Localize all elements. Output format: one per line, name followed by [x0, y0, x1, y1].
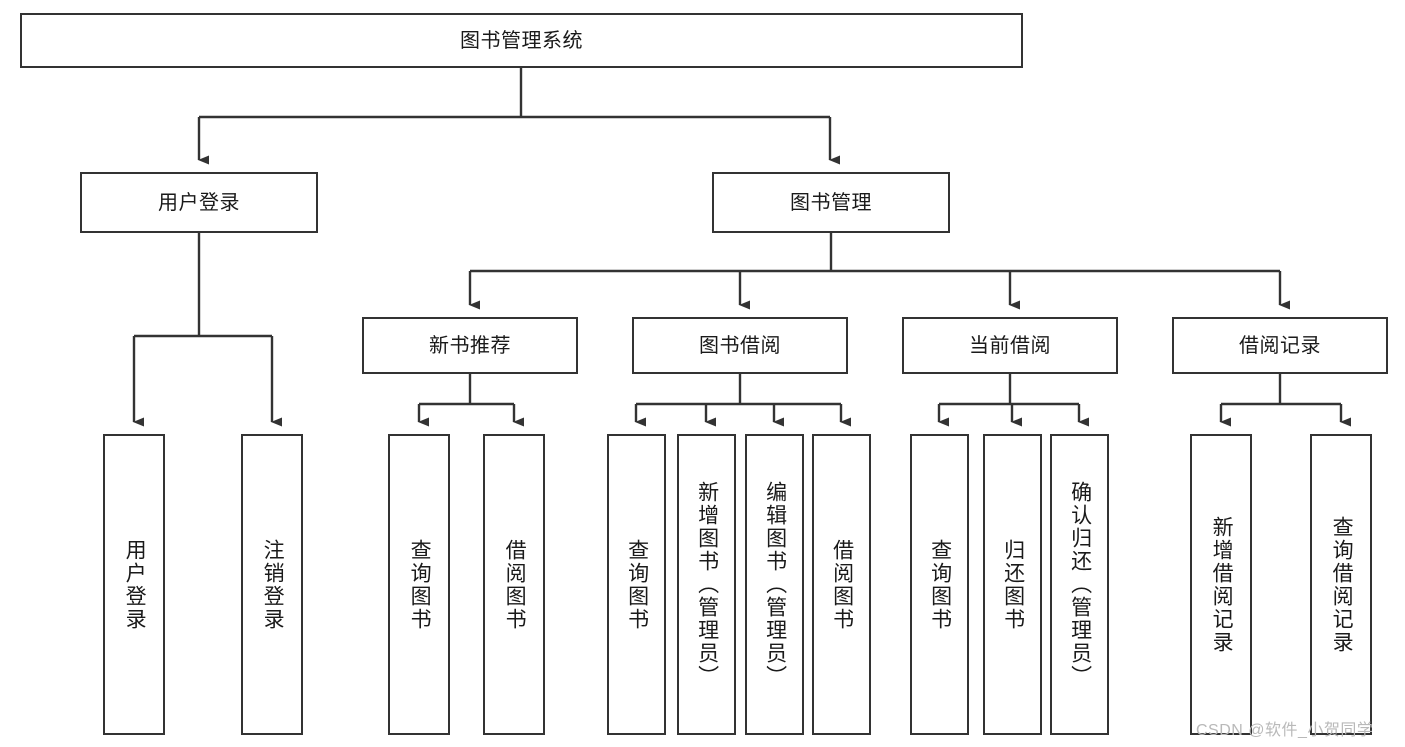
node-user-login[interactable]: 用户登录	[80, 172, 318, 233]
node-book-borrow[interactable]: 图书借阅	[632, 317, 848, 374]
connector-currentborrow-to-leaves	[937, 374, 1089, 427]
leaf-borrow-book-2-label: 借阅图书	[830, 538, 854, 631]
leaf-query-book-1-label: 查询图书	[408, 538, 432, 631]
leaf-borrow-book-1[interactable]: 借阅图书	[483, 434, 545, 735]
node-user-login-label: 用户登录	[158, 191, 240, 214]
leaf-query-book-2-label: 查询图书	[625, 538, 649, 631]
connector-bookborrow-to-leaves	[634, 374, 851, 427]
node-book-manage[interactable]: 图书管理	[712, 172, 950, 233]
leaf-user-logout-label: 注销登录	[261, 538, 285, 631]
leaf-add-book-label: 新增图书（管理员）	[695, 481, 719, 688]
leaf-query-record-label: 查询借阅记录	[1330, 515, 1354, 654]
leaf-return-book[interactable]: 归还图书	[983, 434, 1042, 735]
leaf-confirm-return-label: 确认归还（管理员）	[1068, 481, 1092, 688]
csdn-watermark: CSDN @软件_小贺同学	[1196, 722, 1374, 739]
connector-borrowrecord-to-leaves	[1219, 374, 1351, 427]
node-new-book-rec[interactable]: 新书推荐	[362, 317, 578, 374]
leaf-user-login[interactable]: 用户登录	[103, 434, 165, 735]
leaf-user-logout[interactable]: 注销登录	[241, 434, 303, 735]
leaf-query-book-3[interactable]: 查询图书	[910, 434, 969, 735]
connector-newbookrec-to-leaves	[417, 374, 524, 427]
node-root-label: 图书管理系统	[460, 29, 583, 52]
connector-userlogin-to-leaves	[132, 233, 282, 427]
leaf-return-book-label: 归还图书	[1001, 538, 1025, 631]
node-root[interactable]: 图书管理系统	[20, 13, 1023, 68]
node-book-borrow-label: 图书借阅	[699, 334, 781, 357]
node-borrow-record-label: 借阅记录	[1239, 334, 1321, 357]
leaf-query-record[interactable]: 查询借阅记录	[1310, 434, 1372, 735]
node-borrow-record[interactable]: 借阅记录	[1172, 317, 1388, 374]
leaf-borrow-book-1-label: 借阅图书	[503, 538, 527, 631]
connector-bookmanage-to-level3	[468, 233, 1290, 310]
node-current-borrow-label: 当前借阅	[969, 334, 1051, 357]
node-new-book-rec-label: 新书推荐	[429, 334, 511, 357]
leaf-confirm-return[interactable]: 确认归还（管理员）	[1050, 434, 1109, 735]
connector-root-to-level2	[197, 68, 840, 165]
leaf-query-book-2[interactable]: 查询图书	[607, 434, 666, 735]
leaf-add-book[interactable]: 新增图书（管理员）	[677, 434, 736, 735]
leaf-edit-book-label: 编辑图书（管理员）	[763, 481, 787, 688]
leaf-add-record-label: 新增借阅记录	[1210, 515, 1234, 654]
leaf-query-book-1[interactable]: 查询图书	[388, 434, 450, 735]
leaf-add-record[interactable]: 新增借阅记录	[1190, 434, 1252, 735]
node-book-manage-label: 图书管理	[790, 191, 872, 214]
leaf-edit-book[interactable]: 编辑图书（管理员）	[745, 434, 804, 735]
leaf-query-book-3-label: 查询图书	[928, 538, 952, 631]
leaf-user-login-label: 用户登录	[123, 538, 147, 631]
node-current-borrow[interactable]: 当前借阅	[902, 317, 1118, 374]
leaf-borrow-book-2[interactable]: 借阅图书	[812, 434, 871, 735]
